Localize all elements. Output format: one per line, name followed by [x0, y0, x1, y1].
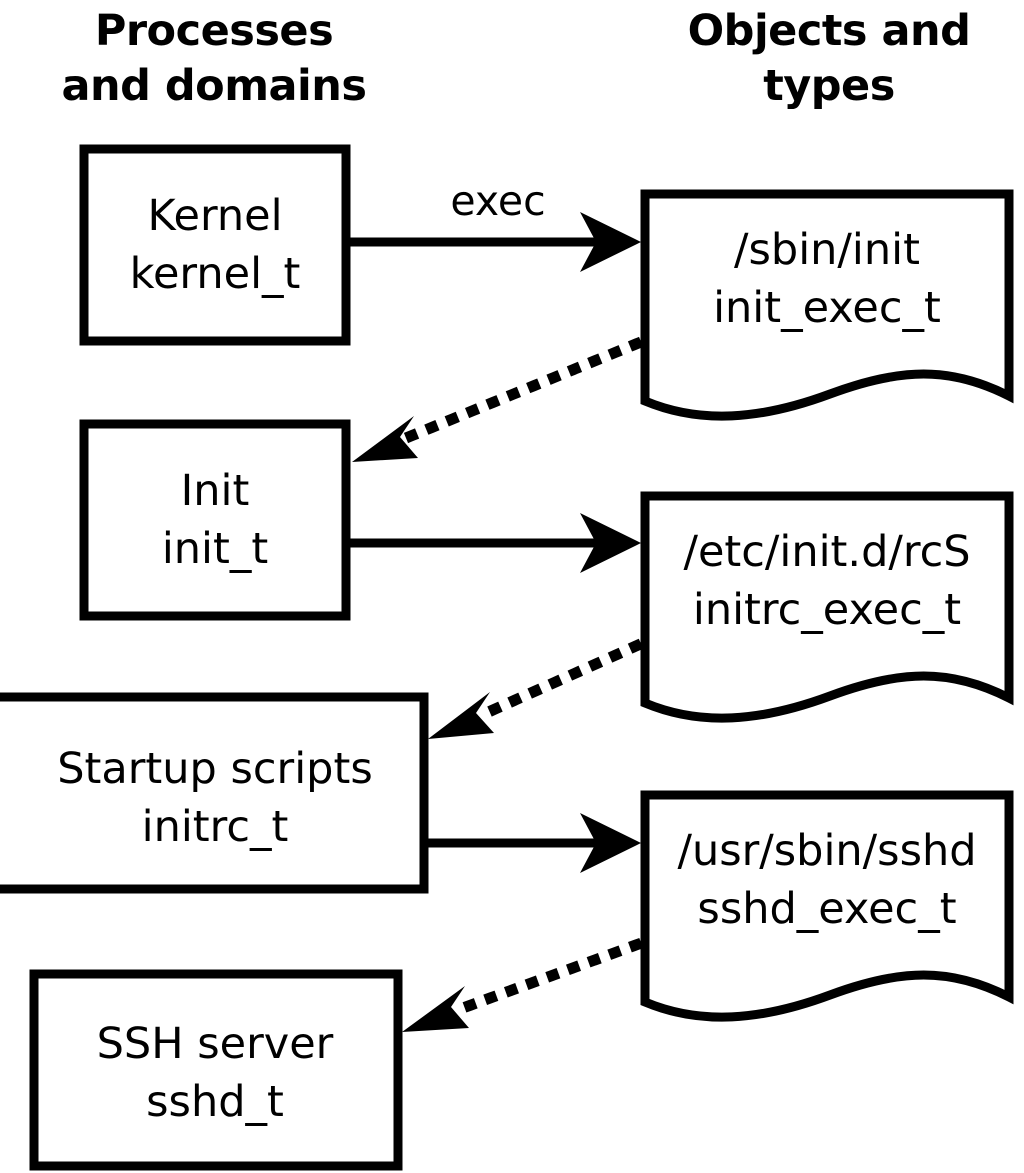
- node-init-type: init_t: [162, 524, 268, 574]
- edge-kernel-exec-init_exec-arrowhead: [580, 212, 641, 272]
- node-usr-sbin-sshd-path: /usr/sbin/sshd: [677, 826, 976, 876]
- edge-sshd_exec-to-sshd: [402, 937, 644, 1032]
- edge-sshd_exec-to-sshd-arrowhead: [402, 986, 469, 1032]
- column-header-objects-line2: types: [763, 61, 895, 111]
- node-etc-initd-rcs-type: initrc_exec_t: [693, 585, 961, 635]
- edge-label-exec: exec: [450, 177, 545, 225]
- column-header-objects: Objects and types: [688, 6, 971, 111]
- column-header-objects-line1: Objects and: [688, 6, 971, 56]
- node-etc-initd-rcs-path: /etc/init.d/rcS: [683, 527, 970, 577]
- column-header-processes-line2: and domains: [62, 61, 367, 111]
- column-header-processes-line1: Processes: [95, 6, 333, 56]
- node-ssh-server-name: SSH server: [97, 1019, 334, 1069]
- node-usr-sbin-sshd-type: sshd_exec_t: [697, 884, 956, 934]
- edge-sshd_exec-to-sshd-line: [452, 937, 644, 1017]
- node-sbin-init-path: /sbin/init: [734, 225, 920, 275]
- edge-init-exec-initrc_exec: [350, 513, 641, 573]
- node-kernel-box[interactable]: [79, 144, 351, 346]
- edge-initrc_exec-to-initrc-arrowhead: [428, 692, 494, 739]
- node-kernel-name: Kernel: [147, 191, 282, 241]
- node-init-box[interactable]: [79, 419, 351, 621]
- node-startup-scripts-type: initrc_t: [142, 802, 289, 852]
- node-ssh-server-type: sshd_t: [146, 1077, 284, 1127]
- edge-initrc_exec-to-initrc-line: [476, 638, 644, 722]
- edge-init_exec-to-init-arrowhead: [352, 416, 418, 462]
- edge-initrc-exec-sshd_exec-arrowhead: [580, 813, 641, 873]
- node-startup-scripts[interactable]: Startup scripts initrc_t: [0, 692, 429, 894]
- edge-kernel-exec-init_exec: exec: [350, 177, 641, 272]
- node-sbin-init-type: init_exec_t: [713, 283, 941, 333]
- node-sbin-init[interactable]: /sbin/init init_exec_t: [640, 189, 1014, 421]
- node-init-name: Init: [181, 466, 250, 516]
- node-ssh-server[interactable]: SSH server sshd_t: [29, 969, 403, 1171]
- edge-init-exec-initrc_exec-arrowhead: [580, 513, 641, 573]
- node-ssh-server-box[interactable]: [29, 969, 403, 1171]
- node-etc-initd-rcs[interactable]: /etc/init.d/rcS initrc_exec_t: [640, 491, 1014, 723]
- node-startup-scripts-box[interactable]: [0, 692, 429, 894]
- column-header-processes: Processes and domains: [62, 6, 367, 111]
- node-init[interactable]: Init init_t: [79, 419, 351, 621]
- node-kernel-type: kernel_t: [130, 249, 301, 299]
- node-sbin-init-document-shape[interactable]: [640, 189, 1014, 421]
- edge-initrc_exec-to-initrc: [428, 638, 644, 739]
- node-startup-scripts-name: Startup scripts: [57, 744, 373, 794]
- node-etc-initd-rcs-document-shape[interactable]: [640, 491, 1014, 723]
- edge-init_exec-to-init: [352, 336, 644, 462]
- node-usr-sbin-sshd-document-shape[interactable]: [640, 790, 1014, 1022]
- node-kernel[interactable]: Kernel kernel_t: [79, 144, 351, 346]
- edge-initrc-exec-sshd_exec: [428, 813, 641, 873]
- edge-init_exec-to-init-line: [398, 336, 644, 446]
- node-usr-sbin-sshd[interactable]: /usr/sbin/sshd sshd_exec_t: [640, 790, 1014, 1022]
